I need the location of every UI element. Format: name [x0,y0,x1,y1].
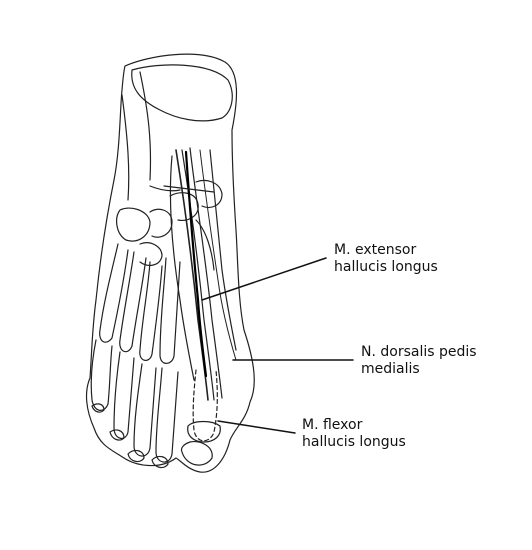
toenail-4 [109,429,125,441]
hallux-joint [187,420,221,443]
label-flexor-line2: hallucis longus [302,434,406,450]
label-extensor-line1: M. extensor [334,242,417,258]
metatarsal-2 [159,257,181,364]
toenail-5 [91,403,105,413]
tarsal-bone-4 [195,179,223,209]
metatarsal-3 [139,261,163,361]
toenail-2 [151,455,169,469]
ankle-line-mid [139,71,152,181]
foot-outline [85,53,255,473]
tendon-parallel-2 [189,147,223,399]
tendon-parallel-1 [181,149,215,401]
tendon-dark [184,150,208,378]
toenail-1 [180,441,213,466]
label-extensor-line2: hallucis longus [334,259,438,275]
metatarsal-5 [99,243,129,343]
cuneiform-1 [139,242,163,266]
label-extensor-hallucis-longus: M. extensor hallucis longus [334,242,438,276]
tendon-lateral [169,155,195,381]
label-nervus-dorsalis-pedis-medialis: N. dorsalis pedis medialis [361,344,477,378]
ankle-bone [131,64,233,122]
tendon-cross-2 [163,185,215,193]
label-flexor-line1: M. flexor [302,417,363,433]
metatarsal-4 [119,251,147,353]
label-flexor-hallucis-longus: M. flexor hallucis longus [302,417,406,451]
hallux-phalanx [192,369,218,442]
tendon-cross [195,219,215,271]
tendon-cross-3 [149,185,181,192]
toenail-3 [127,449,145,463]
leader-extensor [201,257,327,301]
tendon-medial [209,149,237,351]
toe-5 [90,339,113,411]
tarsal-bone-1 [116,207,151,242]
toe-4 [113,351,135,439]
label-nerve-line2: medialis [361,361,420,377]
leader-flexor [217,420,296,434]
toe-3 [133,363,157,457]
label-nerve-line1: N. dorsalis pedis [361,344,477,360]
tarsal-bone-2 [149,208,173,238]
ankle-line-left [121,94,130,201]
toe-2 [155,367,179,463]
nerve-line [199,149,237,361]
